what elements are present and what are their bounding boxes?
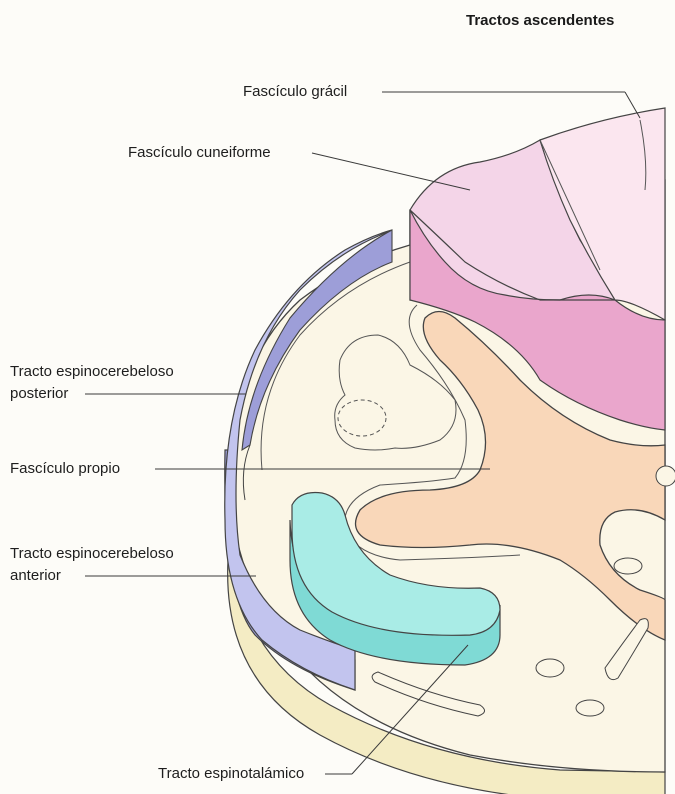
label-tracto-espinocerebeloso-posterior-line1: Tracto espinocerebeloso [10,362,174,381]
label-tracto-espinocerebeloso-anterior-line1: Tracto espinocerebeloso [10,544,174,563]
label-fasciculo-cuneiforme: Fascículo cuneiforme [128,143,271,162]
label-tracto-espinotalamico: Tracto espinotalámico [158,764,304,783]
small-structure-2 [536,659,564,677]
label-fasciculo-propio: Fascículo propio [10,459,120,478]
leader-cuneiforme [312,153,470,190]
small-structure-3 [576,700,604,716]
small-structure-6 [656,466,675,486]
label-fasciculo-gracil: Fascículo grácil [243,82,347,101]
small-structure-1 [614,558,642,574]
label-tracto-espinocerebeloso-anterior-line2: anterior [10,566,61,585]
label-tracto-espinocerebeloso-posterior-line2: posterior [10,384,68,403]
figure-title: Tractos ascendentes [466,12,614,29]
